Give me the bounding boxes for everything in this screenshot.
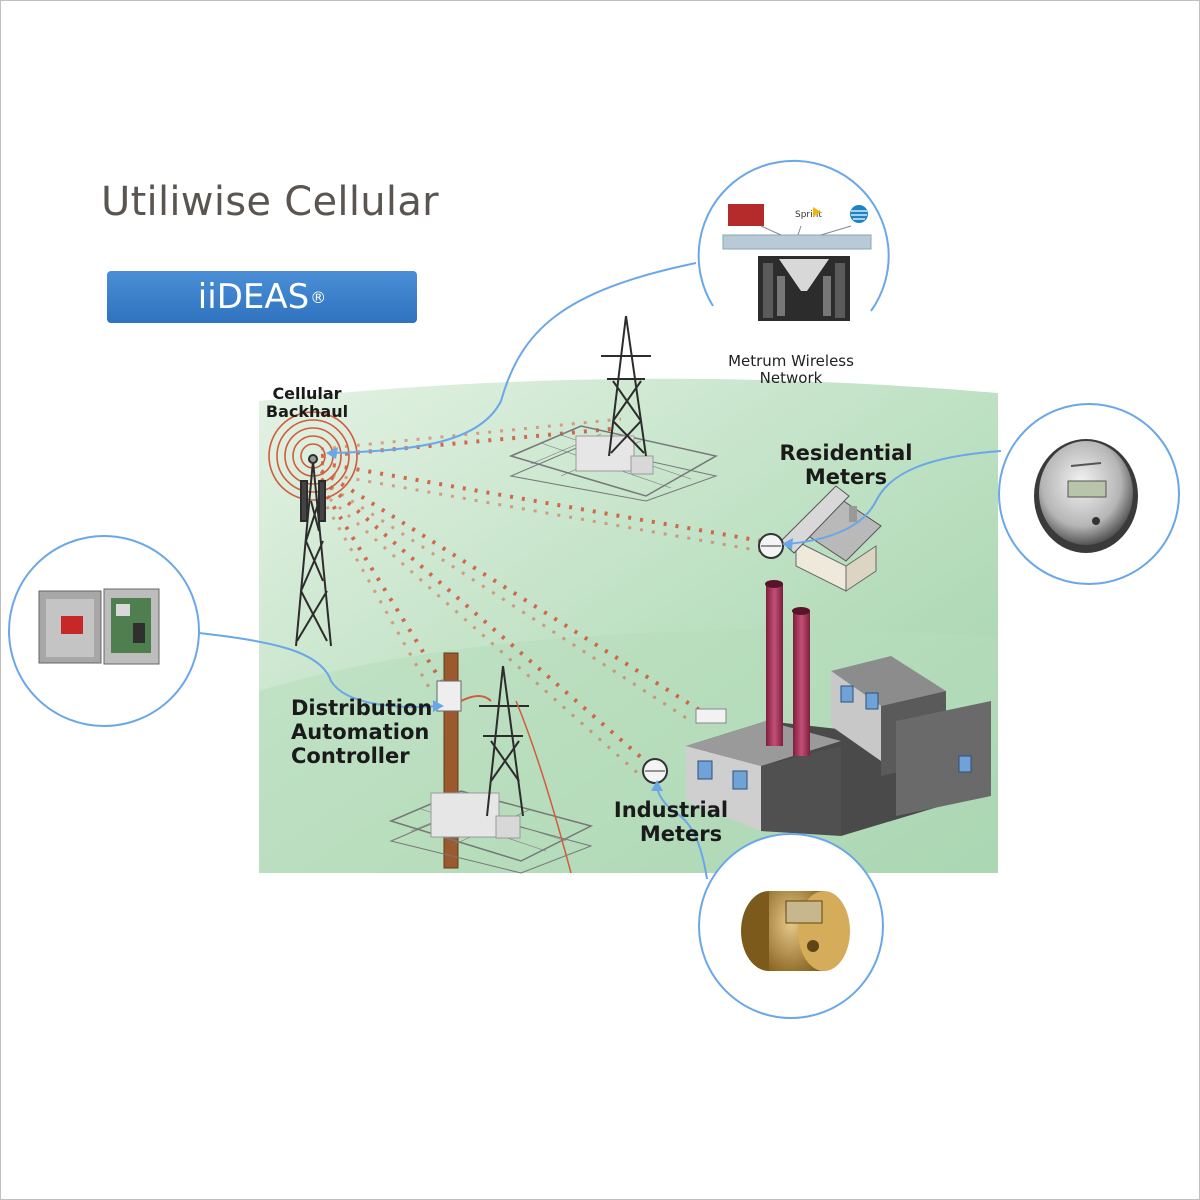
metrum-network-label: Metrum Wireless Network (728, 352, 854, 388)
distribution-controller-label: Distribution Automation Controller (291, 696, 433, 769)
page-title: Utiliwise Cellular (101, 179, 439, 225)
house-icon (780, 485, 882, 592)
transmission-tower-icon (508, 315, 719, 502)
brand-name: iiDEAS (197, 277, 310, 317)
industrial-meter-callout[interactable] (698, 833, 884, 1019)
callout-line-network (330, 262, 697, 454)
callout-line-residential (786, 450, 1002, 545)
carrier-sprint: Sprint (795, 210, 822, 220)
callout-lines (198, 262, 1002, 880)
callout-line-controller (198, 632, 440, 708)
controller-box-icon (38, 588, 160, 665)
controller-callout[interactable] (8, 535, 200, 727)
att-logo-icon (850, 205, 868, 223)
network-callout[interactable]: Sprint (697, 159, 890, 321)
registered-mark: ® (310, 287, 327, 307)
factory-icon (686, 580, 991, 836)
residential-meter-callout[interactable] (998, 403, 1180, 585)
cellular-backhaul-label: Cellular Backhaul (265, 384, 349, 422)
sprint-logo-icon (813, 207, 821, 217)
transmission-tower-icon (388, 665, 594, 874)
residential-meters-label: Residential Meters (779, 441, 913, 490)
callout-line-industrial (656, 784, 708, 880)
electric-meter-icon (642, 758, 668, 784)
brand-badge[interactable]: iiDEAS® (107, 271, 417, 323)
verizon-logo-icon (728, 204, 764, 226)
cell-tower-icon (295, 454, 332, 647)
electric-meter-icon (741, 891, 850, 971)
electric-meter-icon (758, 533, 784, 559)
electric-meter-icon (1034, 439, 1138, 553)
industrial-meters-label: Industrial Meters (613, 798, 729, 847)
